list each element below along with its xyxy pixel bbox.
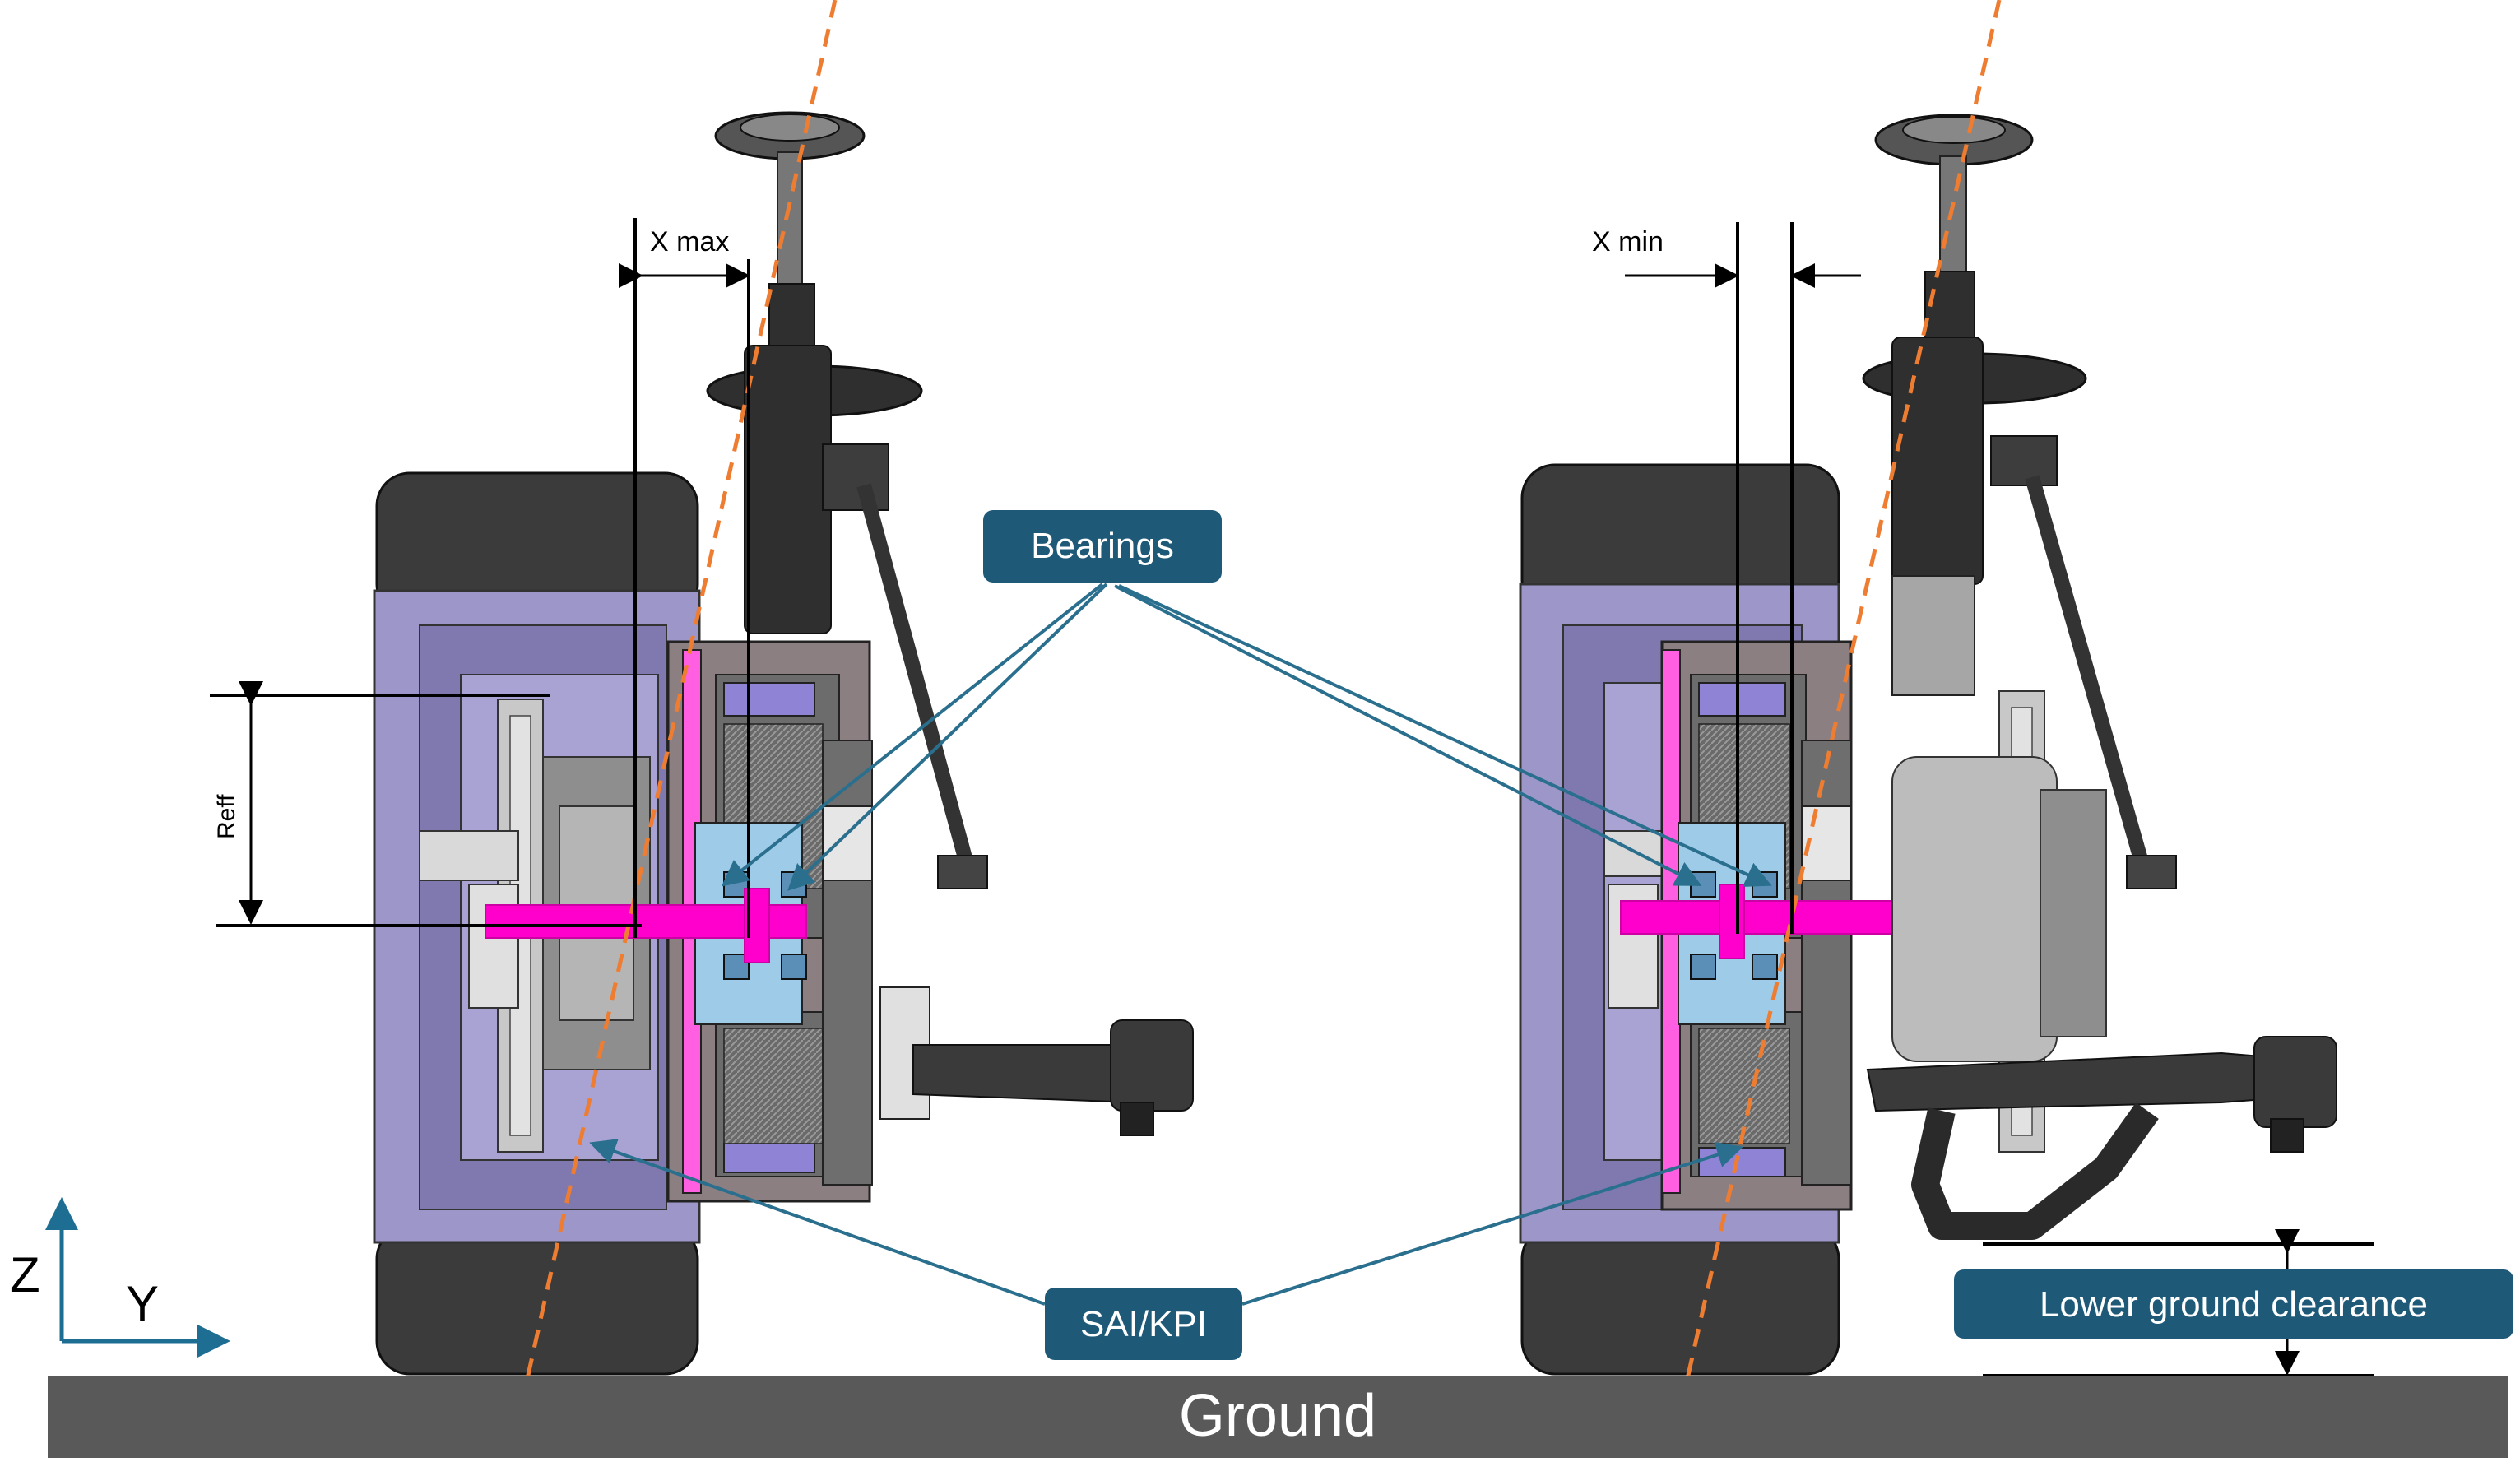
left-wheel-assembly — [373, 111, 1194, 1376]
x-max-label: X max — [650, 226, 729, 258]
x-max-dimension: X max — [619, 218, 750, 938]
left-lower-arm — [879, 986, 1194, 1136]
ground-clearance-label: Lower ground clearance — [2040, 1284, 2428, 1325]
left-strut — [706, 111, 988, 889]
sai-kpi-leader-lines — [589, 1139, 1743, 1306]
left-tire-bottom — [375, 1224, 699, 1376]
x-min-dimension: X min — [1592, 222, 1861, 934]
x-min-label: X min — [1592, 226, 1664, 258]
bearings-leader-lines — [721, 583, 1772, 891]
sai-kpi-callout: SAI/KPI — [1045, 1288, 1242, 1360]
reff-label: Reff — [213, 794, 240, 839]
right-tire-bottom — [1520, 1224, 1840, 1376]
ground-bar: Ground — [48, 1376, 2508, 1458]
bearings-callout: Bearings — [983, 510, 1222, 583]
axis-z-label: Z — [10, 1247, 40, 1302]
right-strut — [1862, 114, 2177, 889]
axis-triad: Z Y — [10, 1197, 230, 1358]
ground-clearance-callout: Lower ground clearance — [1954, 1269, 2513, 1339]
sai-kpi-label: SAI/KPI — [1080, 1304, 1207, 1344]
right-drive-shaft — [1620, 900, 1938, 935]
right-lower-arm — [1866, 1036, 2337, 1240]
reff-dimension: Reff — [210, 681, 642, 927]
ground-label: Ground — [1179, 1383, 1376, 1449]
axis-y-label: Y — [126, 1276, 159, 1331]
bearings-label: Bearings — [1031, 526, 1174, 566]
right-wheel-assembly — [1519, 114, 2337, 1376]
